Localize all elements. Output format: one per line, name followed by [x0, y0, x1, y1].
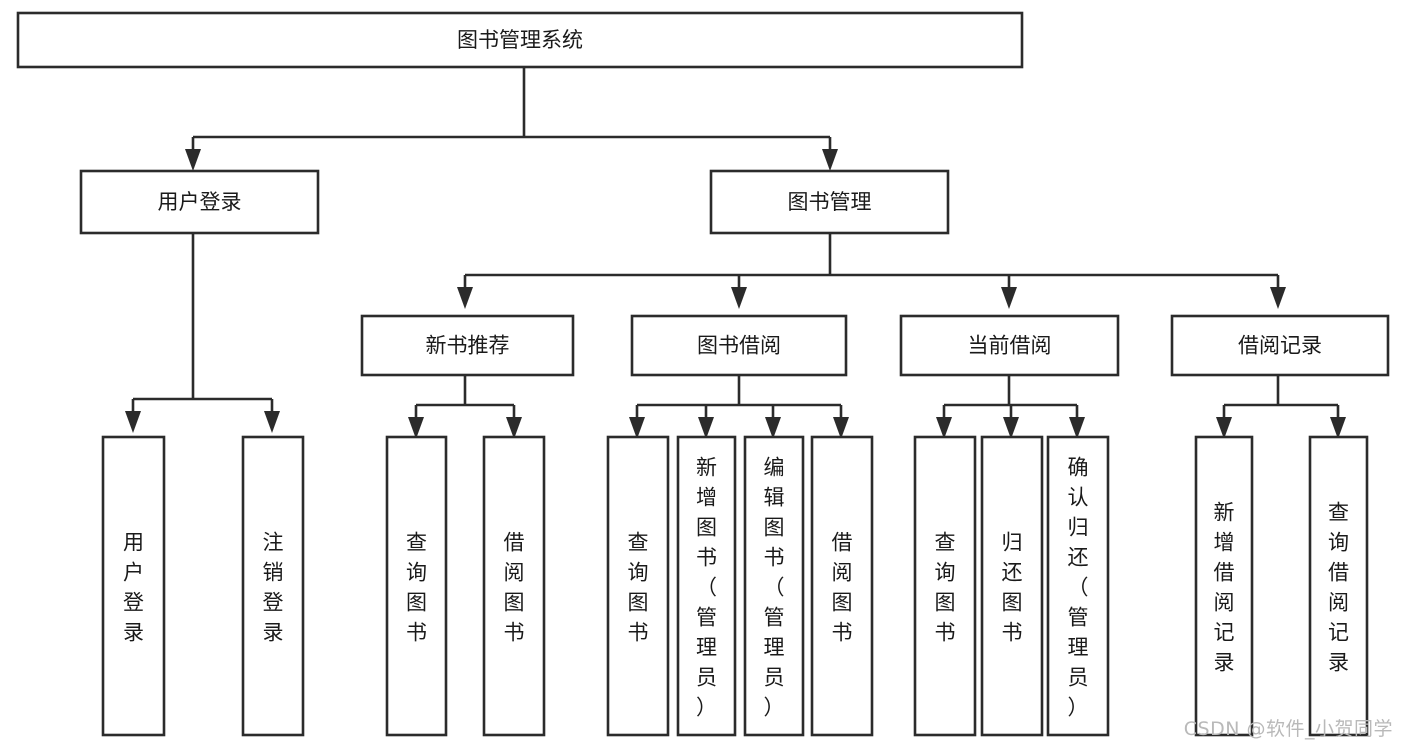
- node-leaf-借阅图书-3[interactable]: 借阅图书: [482, 435, 546, 737]
- node-box[interactable]: [810, 435, 874, 737]
- node-box[interactable]: [360, 314, 575, 377]
- node-label: 查询图书: [628, 530, 649, 644]
- node-box[interactable]: [1194, 435, 1254, 737]
- node-leaf-借阅图书-7[interactable]: 借阅图书: [810, 435, 874, 737]
- node-level2-用户登录-0[interactable]: 用户登录: [79, 169, 320, 235]
- node-label: 用户登录: [158, 190, 242, 214]
- arrow-head-icon: [1330, 417, 1346, 439]
- arrow-head-icon: [264, 411, 280, 433]
- node-level3-图书借阅-1[interactable]: 图书借阅: [630, 314, 848, 377]
- node-leaf-查询图书-4[interactable]: 查询图书: [606, 435, 670, 737]
- node-box[interactable]: [1046, 435, 1110, 737]
- node-label: 编辑图书（管理员）: [764, 455, 785, 719]
- node-level3-当前借阅-2[interactable]: 当前借阅: [899, 314, 1120, 377]
- node-layer: 图书管理系统用户登录图书管理新书推荐图书借阅当前借阅借阅记录用户登录注销登录查询…: [16, 11, 1390, 737]
- node-box[interactable]: [482, 435, 546, 737]
- node-label: 图书管理系统: [457, 28, 583, 52]
- node-box[interactable]: [606, 435, 670, 737]
- arrow-head-icon: [629, 417, 645, 439]
- node-label: 确认归还（管理员）: [1068, 455, 1089, 719]
- connector-group-level2-to-level3: [457, 233, 1286, 309]
- node-box[interactable]: [630, 314, 848, 377]
- node-label: 图书借阅: [697, 334, 781, 358]
- arrow-head-icon: [833, 417, 849, 439]
- node-label: 借阅图书: [504, 530, 525, 644]
- node-box[interactable]: [79, 169, 320, 235]
- node-level3-新书推荐-0[interactable]: 新书推荐: [360, 314, 575, 377]
- arrow-head-icon: [698, 417, 714, 439]
- arrow-head-icon: [1069, 417, 1085, 439]
- node-leaf-确认归还管理员-10[interactable]: 确认归还（管理员）: [1046, 435, 1110, 737]
- arrow-head-icon: [822, 149, 838, 171]
- arrow-head-icon: [1270, 287, 1286, 309]
- node-leaf-新增图书管理员-5[interactable]: 新增图书（管理员）: [676, 435, 737, 737]
- node-box[interactable]: [385, 435, 448, 737]
- arrow-head-icon: [765, 417, 781, 439]
- node-label: 查询图书: [406, 530, 427, 644]
- node-box[interactable]: [980, 435, 1044, 737]
- arrow-head-icon: [1216, 417, 1232, 439]
- node-label: 新增借阅记录: [1214, 500, 1235, 674]
- connector-group-group-borrow: [629, 375, 849, 439]
- node-leaf-新增借阅记录-11[interactable]: 新增借阅记录: [1194, 435, 1254, 737]
- node-label: 借阅图书: [832, 530, 853, 644]
- csdn-watermark: CSDN @软件_小贺同学: [1183, 718, 1393, 740]
- arrow-head-icon: [457, 287, 473, 309]
- node-box[interactable]: [743, 435, 805, 737]
- node-label: 用户登录: [123, 530, 144, 644]
- node-box[interactable]: [101, 435, 166, 737]
- arrow-head-icon: [408, 417, 424, 439]
- connector-group-root-to-level2: [185, 67, 838, 171]
- node-box[interactable]: [1308, 435, 1369, 737]
- node-box[interactable]: [676, 435, 737, 737]
- node-box[interactable]: [899, 314, 1120, 377]
- node-leaf-用户登录-0[interactable]: 用户登录: [101, 435, 166, 737]
- node-box[interactable]: [709, 169, 950, 235]
- node-box[interactable]: [1170, 314, 1390, 377]
- node-leaf-编辑图书管理员-6[interactable]: 编辑图书（管理员）: [743, 435, 805, 737]
- node-label: 当前借阅: [968, 334, 1052, 358]
- node-leaf-归还图书-9[interactable]: 归还图书: [980, 435, 1044, 737]
- node-leaf-查询图书-2[interactable]: 查询图书: [385, 435, 448, 737]
- connector-group-level2-to-leaves-user: [125, 233, 280, 433]
- arrow-head-icon: [1003, 417, 1019, 439]
- connector-layer: [125, 67, 1346, 439]
- node-box[interactable]: [913, 435, 977, 737]
- node-leaf-查询借阅记录-12[interactable]: 查询借阅记录: [1308, 435, 1369, 737]
- arrow-head-icon: [185, 149, 201, 171]
- node-label: 查询借阅记录: [1328, 500, 1349, 674]
- connector-group-group-new-book: [408, 375, 522, 439]
- connector-group-group-record: [1216, 375, 1346, 439]
- node-level3-借阅记录-3[interactable]: 借阅记录: [1170, 314, 1390, 377]
- node-label: 查询图书: [935, 530, 956, 644]
- node-level2-图书管理-1[interactable]: 图书管理: [709, 169, 950, 235]
- arrow-head-icon: [506, 417, 522, 439]
- node-label: 借阅记录: [1238, 334, 1322, 358]
- arrow-head-icon: [936, 417, 952, 439]
- arrow-head-icon: [125, 411, 141, 433]
- connector-group-group-current: [936, 375, 1085, 439]
- node-label: 新书推荐: [426, 334, 510, 358]
- arrow-head-icon: [1001, 287, 1017, 309]
- node-label: 新增图书（管理员）: [696, 455, 717, 719]
- arrow-head-icon: [731, 287, 747, 309]
- node-box[interactable]: [16, 11, 1024, 69]
- node-label: 图书管理: [788, 190, 872, 214]
- node-label: 注销登录: [263, 530, 284, 644]
- node-box[interactable]: [241, 435, 305, 737]
- node-leaf-查询图书-8[interactable]: 查询图书: [913, 435, 977, 737]
- node-label: 归还图书: [1002, 530, 1023, 644]
- node-root-图书管理系统[interactable]: 图书管理系统: [16, 11, 1024, 69]
- node-leaf-注销登录-1[interactable]: 注销登录: [241, 435, 305, 737]
